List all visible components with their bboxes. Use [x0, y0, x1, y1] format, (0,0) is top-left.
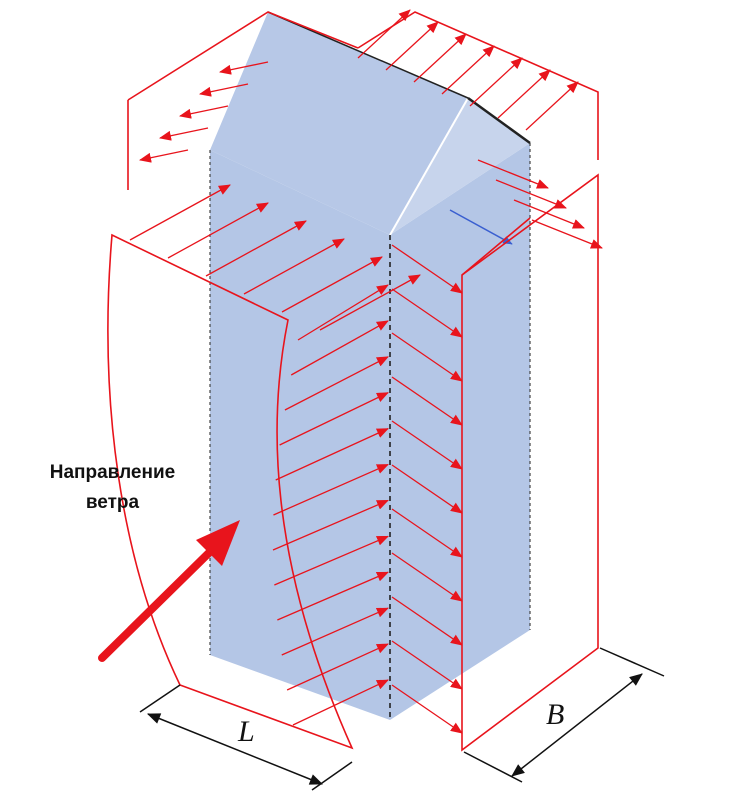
- windward-pressure-envelope: [107, 233, 354, 750]
- caption-line-1: Направление: [49, 462, 176, 483]
- leeward-suction-arrow: [391, 596, 463, 646]
- roof-suction-arrow: [219, 61, 269, 75]
- wind-direction-caption: Направление ветра: [10, 458, 215, 518]
- roof-suction-arrow: [495, 179, 567, 209]
- windward-pressure-arrow: [286, 643, 389, 691]
- leeward-suction-arrow: [391, 244, 463, 294]
- leeward-top-link: [461, 217, 531, 276]
- leeward-suction-arrow: [391, 376, 463, 426]
- windward-pressure-arrow: [279, 392, 389, 446]
- windward-pressure-arrow: [243, 238, 345, 295]
- dimension-length: [139, 684, 353, 791]
- caption-line-2: ветра: [85, 492, 140, 513]
- leeward-suction-arrow: [391, 420, 463, 470]
- roof-suction-envelope-right: [357, 11, 599, 160]
- windward-pressure-arrow: [273, 463, 389, 516]
- dimension-width: [463, 647, 665, 783]
- roof-small-arrow: [449, 209, 513, 245]
- roof-suction-arrow: [441, 45, 495, 95]
- roof-suction-envelope-left: [127, 11, 359, 101]
- windward-pressure-arrow: [167, 202, 269, 259]
- roof-suction-arrow: [513, 199, 585, 229]
- windward-pressure-arrow: [274, 535, 389, 586]
- roof-top-edge: [267, 11, 469, 99]
- roof-suction-arrow: [469, 57, 523, 107]
- windward-pressure-arrow: [281, 256, 383, 313]
- roof-suction-arrow: [179, 105, 229, 119]
- windward-pressure-arrow: [275, 428, 389, 481]
- windward-pressure-arrow: [284, 356, 389, 411]
- windward-pressure-arrows: [129, 184, 421, 726]
- leeward-suction-arrow: [391, 464, 463, 514]
- leeward-suction-arrow: [391, 508, 463, 558]
- roof-suction-arrow: [531, 219, 603, 249]
- roof-suction-arrow: [497, 69, 551, 119]
- leeward-suction-arrow: [391, 332, 463, 382]
- roof-suction-arrow: [139, 149, 189, 163]
- windward-pressure-arrow: [205, 220, 307, 277]
- windward-pressure-arrow: [129, 184, 231, 241]
- roof-suction-arrows: [139, 9, 603, 249]
- roof-suction-arrow: [159, 127, 209, 141]
- leeward-suction-arrow: [391, 288, 463, 338]
- roof-suction-arrow: [477, 159, 549, 189]
- windward-pressure-arrow: [277, 571, 389, 621]
- building-side-face: [390, 143, 530, 720]
- windward-pressure-arrow: [297, 284, 389, 341]
- roof-ridge-edge: [389, 97, 469, 236]
- leeward-suction-arrow: [391, 684, 463, 734]
- leeward-suction-arrow: [391, 552, 463, 602]
- dimension-width-label: B: [546, 698, 564, 731]
- leeward-suction-arrow: [391, 640, 463, 690]
- dimension-length-label: L: [237, 715, 255, 748]
- windward-pressure-arrow: [290, 320, 389, 376]
- roof-suction-arrow: [413, 33, 467, 83]
- building-roof-right: [390, 98, 530, 235]
- windward-pressure-arrow: [281, 607, 389, 656]
- windward-pressure-arrow: [319, 274, 421, 331]
- leeward-suction-arrows: [391, 244, 463, 734]
- building-roof-left: [210, 12, 468, 235]
- roof-suction-arrow: [525, 81, 579, 131]
- windward-pressure-arrow: [272, 499, 389, 551]
- wind-arrow-icon: [98, 520, 240, 662]
- building: [209, 11, 531, 720]
- roof-suction-arrow: [385, 21, 439, 71]
- roof-suction-arrow: [199, 83, 249, 97]
- roof-suction-arrow: [357, 9, 411, 59]
- roof-corner-edge: [467, 96, 531, 145]
